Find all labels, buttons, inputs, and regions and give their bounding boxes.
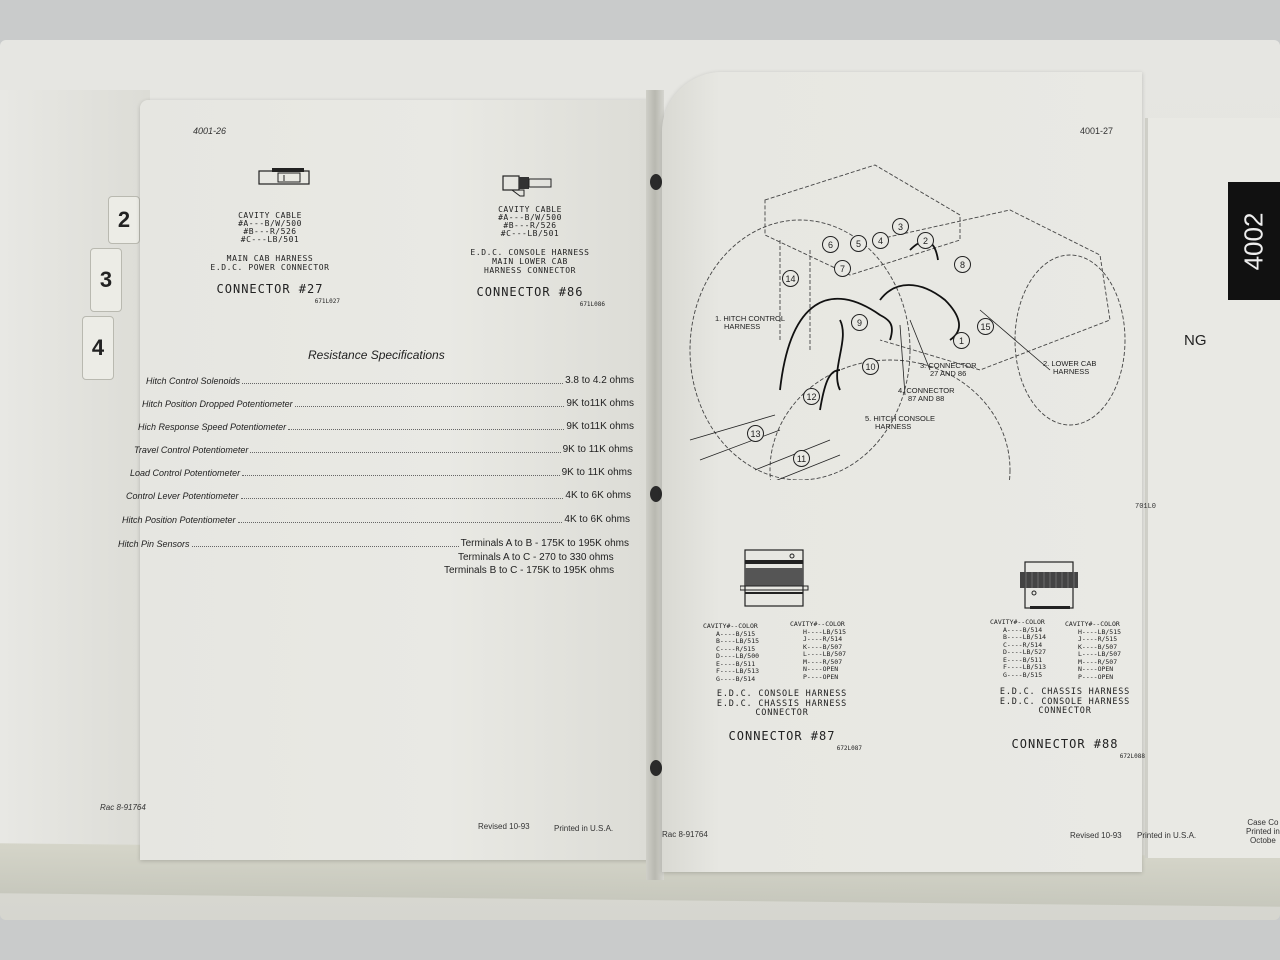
connector-86-title: CONNECTOR #86 (476, 285, 584, 299)
section-tab-4002[interactable]: 4002 (1228, 182, 1280, 300)
diagram-number: 13 (747, 425, 764, 442)
callout-connector-87-88: 4. CONNECTOR 87 AND 88 (898, 386, 955, 403)
resistance-specs-title: Resistance Specifications (308, 348, 445, 362)
left-page (140, 100, 650, 860)
connector-27-block: CAVITY CABLE #A---B/W/500 #B---R/526 #C-… (200, 212, 340, 306)
connector-88-icon (1020, 561, 1078, 609)
diagram-number: 7 (834, 260, 851, 277)
spec-extra-value: Terminals A to C - 270 to 330 ohms (458, 552, 614, 563)
right-printed: Printed in U.S.A. (1137, 831, 1197, 840)
diagram-number: 8 (954, 256, 971, 273)
connector-88-cavities-col1: CAVITY#--COLOR A----B/514 B----LB/514 C-… (990, 618, 1047, 679)
left-printed: Printed in U.S.A. (554, 824, 614, 833)
callout-hitch-control-harness: 1. HITCH CONTROL HARNESS (715, 314, 786, 331)
diagram-number: 3 (892, 218, 909, 235)
left-page-number: 4001-26 (193, 126, 227, 136)
left-part-number: Rac 8-91764 (100, 803, 146, 812)
partial-heading: NG (1184, 332, 1207, 349)
connector-87-block: E.D.C. CONSOLE HARNESS E.D.C. CHASSIS HA… (702, 689, 862, 751)
spec-extra-value: Terminals B to C - 175K to 195K ohms (444, 565, 615, 576)
binder-ring (650, 486, 662, 502)
diagram-number: 15 (977, 318, 994, 335)
connector-27-title: CONNECTOR #27 (216, 282, 324, 296)
binder-ring (650, 174, 662, 190)
connector-86-icon (502, 175, 552, 197)
callout-hitch-console-harness: 5. HITCH CONSOLE HARNESS (865, 414, 936, 431)
right-part-number: Rac 8-91764 (662, 830, 708, 839)
index-tab-2[interactable]: 2 (108, 196, 140, 244)
left-revised: Revised 10-93 (478, 822, 530, 831)
connector-87-icon (740, 549, 809, 607)
diagram-number: 1 (953, 332, 970, 349)
diagram-number: 11 (793, 450, 810, 467)
connector-87-cavities-col2: CAVITY#--COLOR H----LB/515 J----R/514 K-… (790, 620, 847, 681)
diagram-number: 5 (850, 235, 867, 252)
diagram-number: 12 (803, 388, 820, 405)
callout-lower-cab-harness: 2. LOWER CAB HARNESS (1043, 359, 1097, 376)
right-revised: Revised 10-93 (1070, 831, 1122, 840)
connector-87-title: CONNECTOR #87 (728, 728, 836, 743)
diagram-number: 10 (862, 358, 879, 375)
connector-88-title: CONNECTOR #88 (1011, 736, 1119, 751)
diagram-number: 9 (851, 314, 868, 331)
far-right-footer: Case Co Printed in Octobe (1246, 818, 1280, 845)
callout-connector-27-86: 3. CONNECTOR 27 AND 86 (920, 361, 977, 378)
connector-88-block: E.D.C. CHASSIS HARNESS E.D.C. CONSOLE HA… (985, 687, 1145, 759)
connector-87-cavities-col1: CAVITY#--COLOR A----B/515 B----LB/515 C-… (703, 622, 760, 683)
connector-88-cavities-col2: CAVITY#--COLOR H----LB/515 J----R/515 K-… (1065, 620, 1122, 681)
index-tab-3[interactable]: 3 (90, 248, 122, 312)
connector-27-icon (258, 168, 310, 185)
diagram-code: 701L0 (1135, 503, 1157, 511)
binder-ring (650, 760, 662, 776)
diagram-number: 6 (822, 236, 839, 253)
diagram-number: 2 (917, 232, 934, 249)
right-page-number: 4001-27 (1080, 126, 1114, 136)
index-tab-4[interactable]: 4 (82, 316, 114, 380)
diagram-number: 4 (872, 232, 889, 249)
diagram-number: 14 (782, 270, 799, 287)
binding-gutter (646, 90, 664, 880)
connector-86-block: CAVITY CABLE #A---B/W/500 #B---R/526 #C-… (455, 206, 605, 309)
right-page (662, 72, 1142, 872)
